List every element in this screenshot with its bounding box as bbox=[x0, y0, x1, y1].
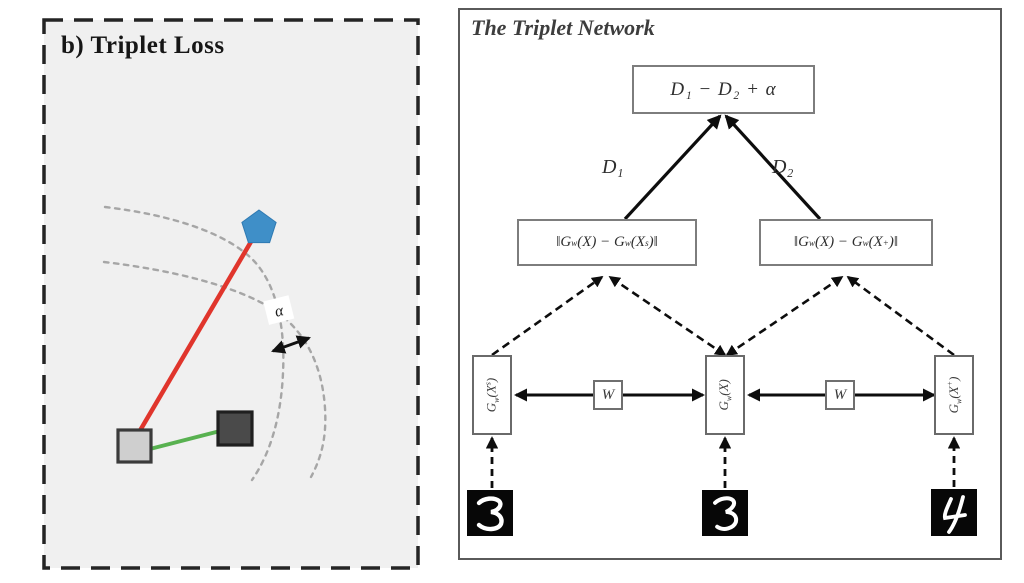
formula-sub: w bbox=[491, 397, 501, 403]
positive-distance-line bbox=[145, 428, 225, 452]
formula-sub: w bbox=[624, 237, 631, 248]
triplet-network-panel: The Triplet Network D₁ − D₂ + α D₁ D₂ ‖G… bbox=[458, 8, 1002, 560]
right-panel-title: The Triplet Network bbox=[471, 15, 655, 40]
formula-text: )‖ bbox=[888, 234, 899, 250]
triplet-loss-drawing: α bbox=[42, 18, 420, 570]
formula-text: G bbox=[716, 401, 732, 411]
d2-edge-label: D₂ bbox=[772, 156, 794, 178]
triplet-loss-panel: α b) Triplet Loss bbox=[42, 18, 420, 570]
negative-pentagon bbox=[241, 209, 277, 244]
edge-d1 bbox=[623, 114, 722, 221]
left-panel-title: b) Triplet Loss bbox=[61, 32, 225, 59]
formula-text: ‖G bbox=[793, 234, 809, 250]
formula-text: ) bbox=[945, 376, 961, 381]
formula-text: (X bbox=[945, 386, 961, 399]
negative-distance-line bbox=[136, 238, 254, 436]
formula-text: (X bbox=[868, 234, 883, 250]
formula-text: G bbox=[483, 402, 499, 413]
positive-square bbox=[216, 410, 254, 447]
formula-sub: w bbox=[724, 395, 734, 402]
mnist-digit-3-icon bbox=[476, 496, 504, 532]
formula-text: (X bbox=[483, 385, 499, 398]
edge-mid-net-to-d1 bbox=[608, 275, 727, 357]
input-image-anchor bbox=[702, 490, 748, 536]
formula-text: ‖G bbox=[556, 234, 572, 250]
weights-box-left: W bbox=[593, 380, 623, 410]
inner-margin-arc bbox=[103, 205, 285, 482]
formula-sub: w bbox=[808, 237, 815, 248]
panel-frame bbox=[42, 18, 420, 570]
formula-sup: s bbox=[645, 237, 649, 248]
alpha-label-group: α bbox=[263, 295, 295, 325]
formula-text: (X) bbox=[716, 379, 732, 396]
net-box-positive: Gw(Xs) bbox=[472, 355, 512, 435]
edge-right-net-to-d2 bbox=[846, 275, 955, 357]
edge-d2 bbox=[724, 114, 822, 221]
loss-box: D₁ − D₂ + α bbox=[632, 65, 815, 114]
formula-sup: + bbox=[882, 237, 889, 248]
loss-formula: D₁ − D₂ + α bbox=[670, 78, 777, 100]
formula-sup: s bbox=[483, 382, 493, 386]
formula-sub: w bbox=[862, 237, 869, 248]
formula-text: (X) − G bbox=[577, 234, 625, 250]
anchor-square bbox=[116, 428, 153, 464]
formula-text: G bbox=[945, 403, 961, 414]
formula-text: (X) − G bbox=[814, 234, 863, 250]
d1-edge-label: D₁ bbox=[602, 156, 624, 178]
mnist-digit-3-icon bbox=[713, 496, 739, 531]
input-image-negative bbox=[931, 489, 977, 536]
input-image-positive bbox=[467, 490, 513, 536]
mnist-digit-4-icon bbox=[942, 494, 967, 534]
formula-text: (X bbox=[630, 234, 646, 250]
alpha-margin-arrow bbox=[271, 335, 311, 354]
edge-left-net-to-d1 bbox=[491, 275, 604, 357]
outer-margin-arc bbox=[102, 260, 327, 479]
edge-mid-net-to-d2 bbox=[725, 275, 844, 357]
net-box-anchor: Gw(X) bbox=[705, 355, 745, 435]
formula-sub: w bbox=[953, 398, 963, 404]
alpha-label-bg bbox=[263, 295, 295, 325]
formula-text: )‖ bbox=[648, 234, 658, 250]
weights-box-right: W bbox=[825, 380, 855, 410]
formula-sub: w bbox=[571, 237, 578, 248]
formula-sup: + bbox=[945, 380, 955, 387]
net-box-negative: Gw(X+) bbox=[934, 355, 974, 435]
formula-text: ) bbox=[483, 377, 499, 383]
